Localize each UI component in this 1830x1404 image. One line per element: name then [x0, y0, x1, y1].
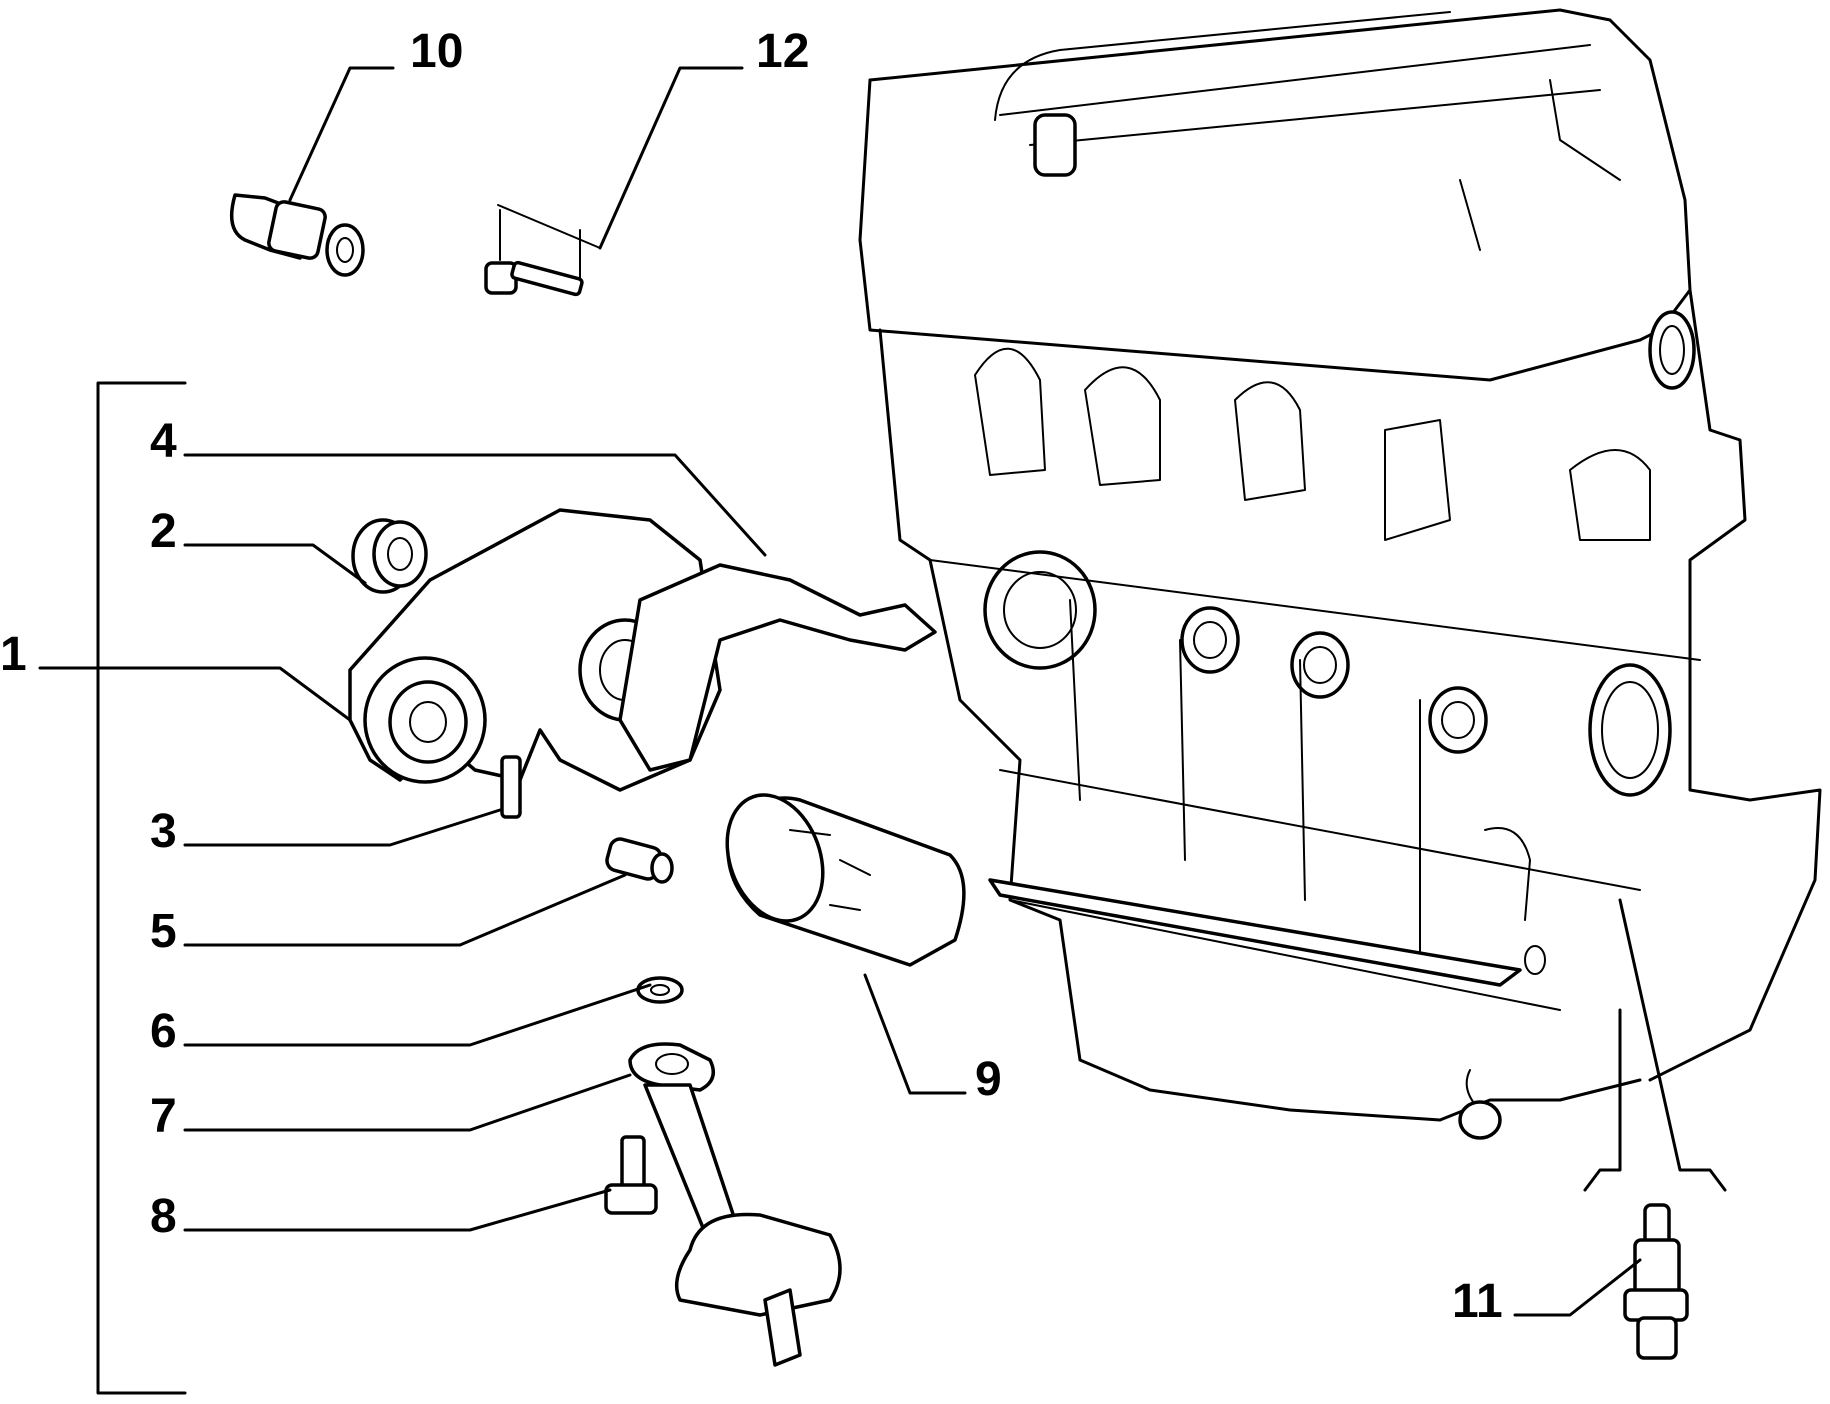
callout-6: 6 [150, 1005, 177, 1058]
callout-8: 8 [150, 1190, 177, 1243]
oil-filter-part-9 [725, 793, 966, 967]
stud-part-3 [500, 755, 522, 819]
engine-block [858, 8, 1822, 1140]
bolt-part-12 [484, 204, 601, 297]
oil-pressure-switch-part-10 [229, 193, 365, 277]
callout-12: 12 [756, 25, 810, 78]
callout-5: 5 [150, 905, 177, 958]
callout-11: 11 [1452, 1275, 1503, 1328]
bolt-part-8 [604, 1135, 658, 1215]
callout-10: 10 [410, 25, 464, 78]
oil-pickup-part-7 [628, 1042, 842, 1367]
callout-3: 3 [150, 805, 177, 858]
callout-4: 4 [150, 415, 177, 468]
callout-7: 7 [150, 1090, 177, 1143]
leader-lines [38, 66, 1727, 1317]
oil-seal-part-2 [351, 518, 428, 594]
sensor-part-11 [1623, 1203, 1689, 1360]
callout-2: 2 [150, 505, 177, 558]
oil-pump-housing [348, 508, 937, 792]
plug-part-5 [605, 837, 674, 884]
washer-part-6 [636, 976, 684, 1004]
callout-9: 9 [975, 1053, 1002, 1106]
callout-1: 1 [0, 628, 27, 681]
assembly-bracket-1 [96, 381, 187, 1395]
